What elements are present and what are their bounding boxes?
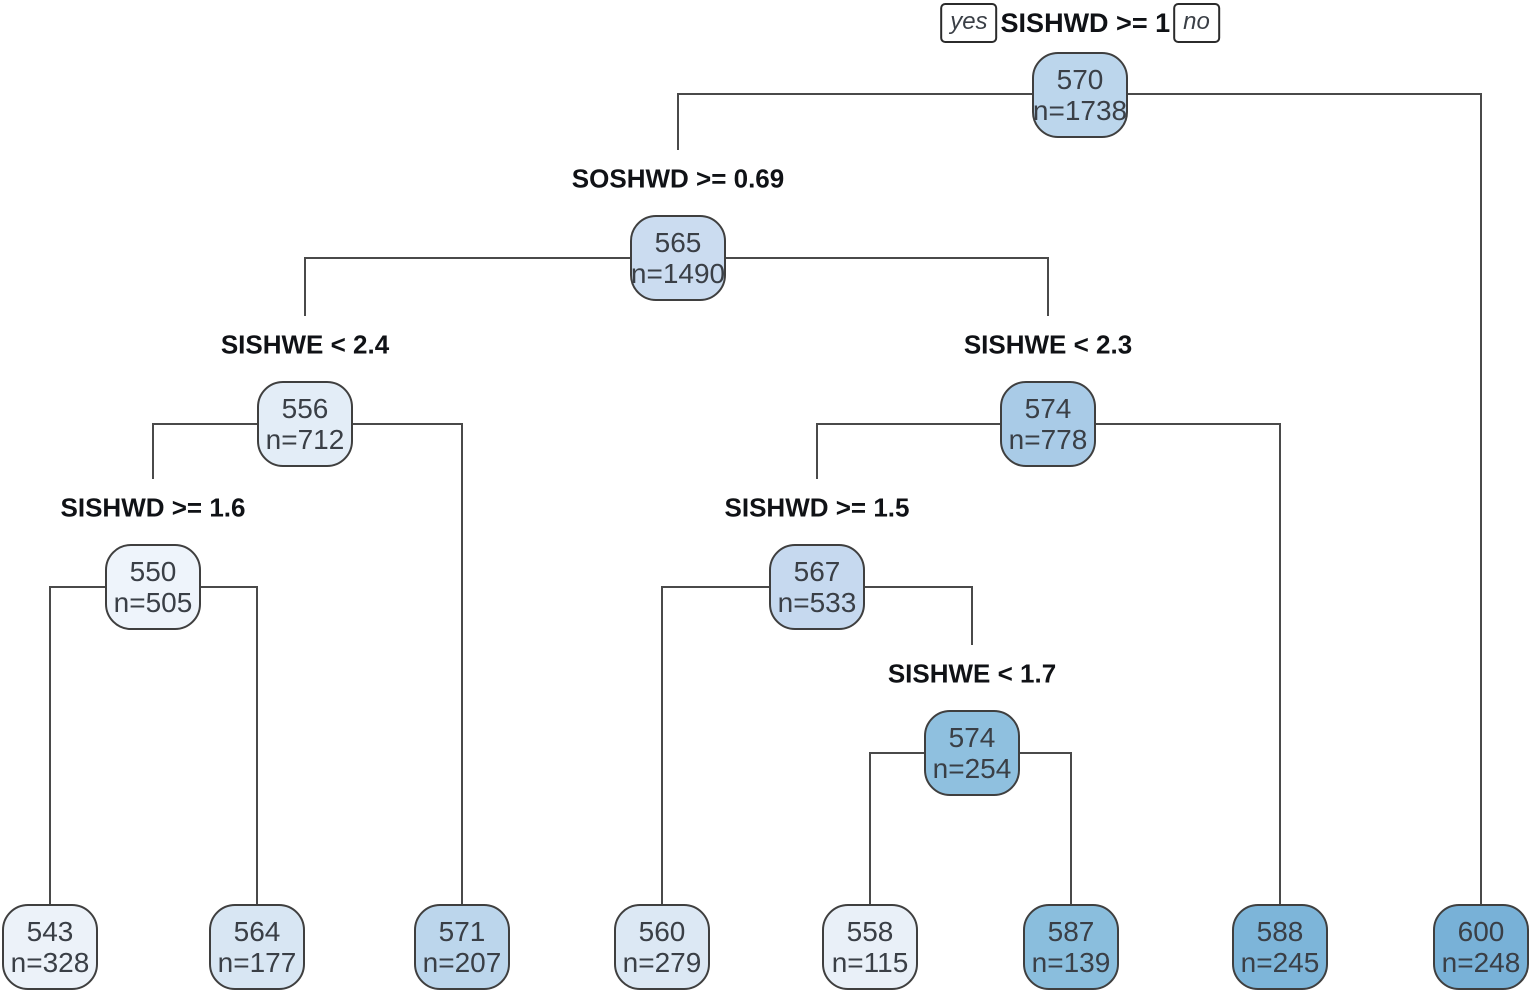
node-574-778: 574 n=778 — [1000, 381, 1096, 467]
node-count: n=1490 — [630, 258, 726, 289]
split-label-sishwd-15: SISHWD >= 1.5 — [724, 492, 910, 523]
split-label-root: SISHWD >= 1 — [1000, 7, 1171, 38]
leaf-node-558: 558 n=115 — [822, 904, 918, 990]
leaf-node-543: 543 n=328 — [2, 904, 98, 990]
node-count: n=328 — [10, 947, 90, 978]
node-567: 567 n=533 — [769, 544, 865, 630]
edge-label-yes: yes — [940, 3, 998, 43]
split-label-sishwe-17: SISHWE < 1.7 — [887, 658, 1057, 689]
node-count: n=533 — [777, 587, 857, 618]
node-count: n=245 — [1240, 947, 1320, 978]
split-label-sishwe-24: SISHWE < 2.4 — [220, 329, 390, 360]
split-label-soshwd-069: SOSHWD >= 0.69 — [571, 163, 785, 194]
root-split-row: yes SISHWD >= 1 no — [940, 3, 1220, 43]
node-count: n=115 — [831, 947, 909, 978]
leaf-node-587: 587 n=139 — [1023, 904, 1119, 990]
node-value: 558 — [846, 916, 894, 947]
node-count: n=207 — [422, 947, 502, 978]
node-value: 574 — [948, 722, 996, 753]
leaf-node-600: 600 n=248 — [1433, 904, 1529, 990]
node-value: 564 — [233, 916, 281, 947]
edge-label-no: no — [1173, 3, 1220, 43]
node-value: 565 — [654, 227, 702, 258]
leaf-node-588: 588 n=245 — [1232, 904, 1328, 990]
node-root-570: 570 n=1738 — [1032, 52, 1128, 138]
node-count: n=712 — [265, 424, 345, 455]
node-value: 600 — [1457, 916, 1505, 947]
split-label-sishwd-16: SISHWD >= 1.6 — [60, 492, 246, 523]
node-value: 571 — [438, 916, 486, 947]
node-count: n=505 — [113, 587, 193, 618]
leaf-node-564: 564 n=177 — [209, 904, 305, 990]
node-value: 574 — [1024, 393, 1072, 424]
node-count: n=1738 — [1032, 95, 1128, 126]
node-574-254: 574 n=254 — [924, 710, 1020, 796]
node-count: n=177 — [217, 947, 297, 978]
node-value: 543 — [26, 916, 74, 947]
node-550: 550 n=505 — [105, 544, 201, 630]
node-value: 587 — [1047, 916, 1095, 947]
branch-sishwd16 — [49, 586, 258, 904]
node-count: n=279 — [622, 947, 702, 978]
split-label-sishwe-23: SISHWE < 2.3 — [963, 329, 1133, 360]
leaf-node-560: 560 n=279 — [614, 904, 710, 990]
node-value: 550 — [129, 556, 177, 587]
node-value: 588 — [1256, 916, 1304, 947]
node-count: n=139 — [1031, 947, 1111, 978]
node-count: n=254 — [932, 753, 1012, 784]
node-556: 556 n=712 — [257, 381, 353, 467]
node-count: n=248 — [1441, 947, 1521, 978]
node-value: 567 — [793, 556, 841, 587]
node-value: 570 — [1056, 64, 1104, 95]
node-565: 565 n=1490 — [630, 215, 726, 301]
node-value: 560 — [638, 916, 686, 947]
leaf-node-571: 571 n=207 — [414, 904, 510, 990]
node-count: n=778 — [1008, 424, 1088, 455]
node-value: 556 — [281, 393, 329, 424]
